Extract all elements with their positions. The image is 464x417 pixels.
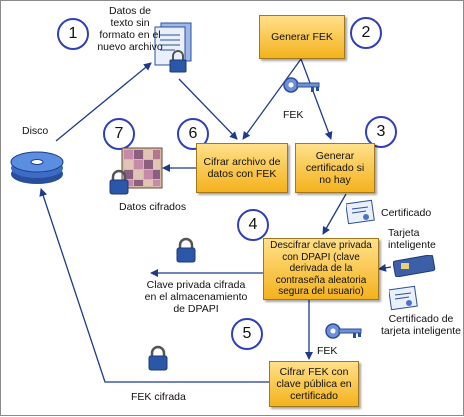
- step-4-badge: 4: [237, 209, 269, 241]
- encrypted-fek-label: FEK cifrada: [131, 391, 186, 403]
- arrow-smartcard-to-decrypt: [378, 263, 392, 272]
- step-5-badge: 5: [231, 318, 263, 350]
- arrow-plaintext-to-encrypt: [178, 78, 238, 140]
- arrow-encryptfek-to-disk: [39, 188, 269, 383]
- step-6-badge: 6: [177, 118, 209, 150]
- arrow-disk-to-plaintext: [55, 62, 152, 142]
- plaintext-label: Datos de texto sin formato en el nuevo a…: [97, 5, 163, 53]
- disk-label: Disco: [22, 125, 49, 137]
- certificate-label: Certificado: [381, 207, 432, 219]
- fek-bottom-label: FEK: [317, 345, 338, 357]
- generate-fek-box: Generar FEK: [259, 15, 345, 59]
- encrypted-data-icon: [121, 147, 163, 189]
- step-3-badge: 3: [365, 116, 397, 148]
- arrow-cert-to-decrypt: [322, 193, 347, 235]
- key-icon: [283, 77, 320, 93]
- document-icon: [154, 22, 192, 73]
- encrypt-fek-box: Cifrar FEK con clave pública en certific…: [269, 361, 359, 407]
- arrow-fek-to-cert: [300, 58, 333, 140]
- smart-card-certificate-label: Certificado de tarjeta inteligente: [381, 313, 461, 337]
- encrypted-data-label: Datos cifrados: [119, 201, 187, 213]
- dpapi-padlock-icon: [176, 237, 196, 263]
- fek-padlock-icon: [148, 345, 168, 371]
- smart-card-certificate-icon: [389, 285, 418, 311]
- fek-top-label: FEK: [283, 109, 304, 121]
- smart-card-label: Tarjeta inteligente: [388, 227, 436, 251]
- generate-certificate-box: Generar certificado si no hay: [295, 143, 375, 193]
- step-2-badge: 2: [350, 17, 382, 49]
- smart-card-icon: [393, 255, 436, 277]
- step-7-badge: 7: [103, 118, 135, 150]
- decrypt-private-key-box: Descifrar clave privada con DPAPI (clave…: [263, 238, 379, 300]
- padlock-icon: [109, 169, 129, 195]
- dpapi-store-label: Clave privada cifrada en el almacenamien…: [144, 279, 248, 315]
- key-icon-2: [325, 323, 362, 339]
- arrow-fek-to-encrypt: [242, 58, 302, 140]
- encrypt-file-box: Cifrar archivo de datos con FEK: [196, 143, 288, 193]
- certificate-icon: [346, 199, 375, 225]
- disk-icon: [10, 151, 64, 184]
- step-1-badge: 1: [57, 18, 89, 50]
